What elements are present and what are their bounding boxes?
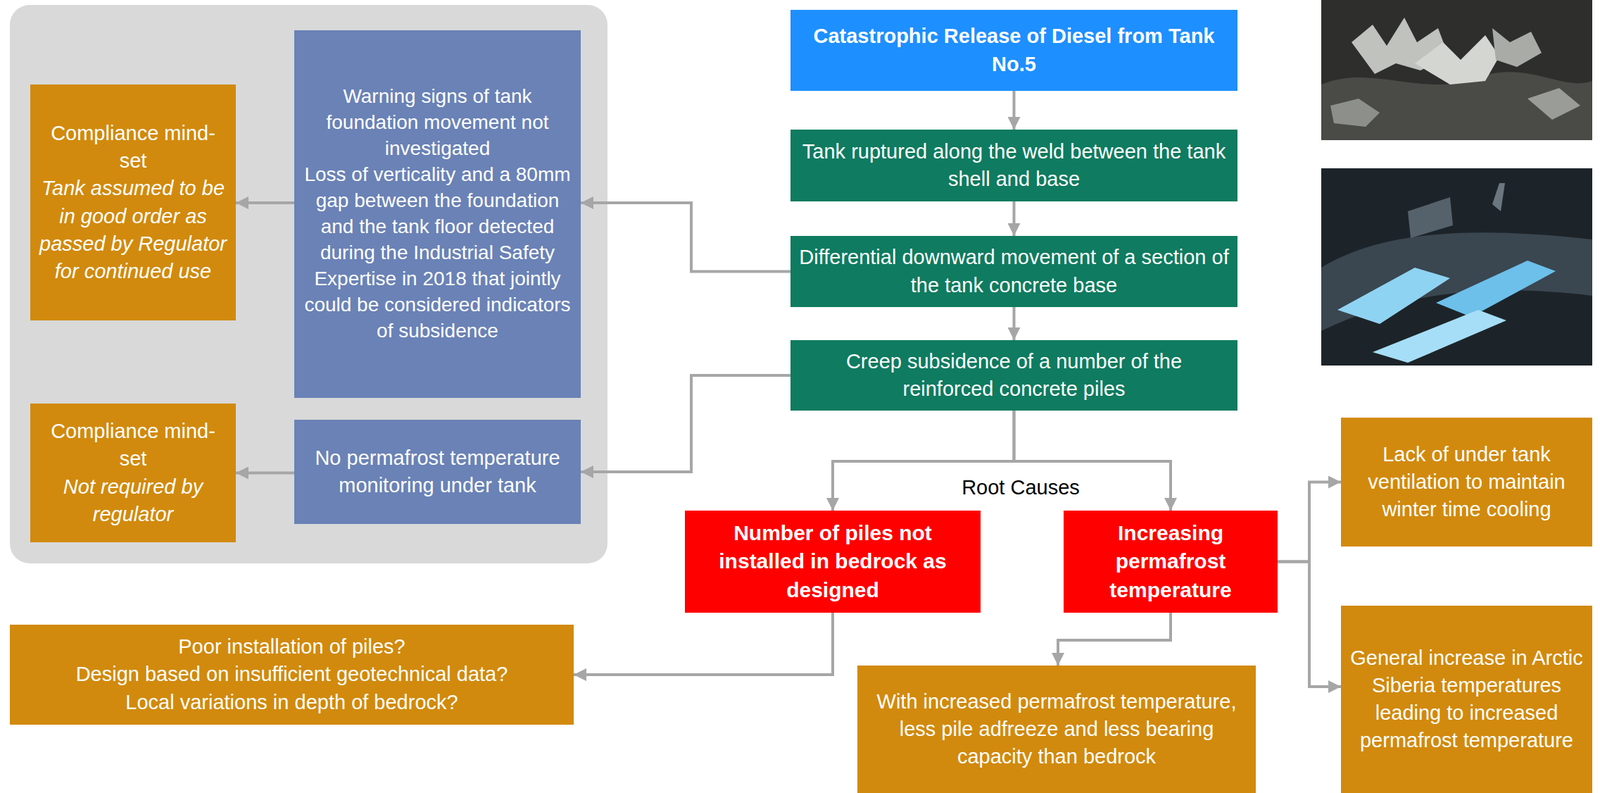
event-box: Catastrophic Release of Diesel from Tank… xyxy=(790,9,1238,91)
connector-arrow xyxy=(1012,90,1016,130)
box-text: Warning signs of tank foundation movemen… xyxy=(302,83,573,162)
box-text: Number of piles not installed in bedrock… xyxy=(693,518,973,605)
connector-arrow xyxy=(235,471,295,475)
box-text: Compliance mind-set xyxy=(38,119,228,175)
factor-box: Compliance mind-setTank assumed to be in… xyxy=(30,84,236,321)
connector-arrow xyxy=(573,612,833,675)
root-cause-box: Number of piles not installed in bedrock… xyxy=(684,510,981,613)
box-text: With increased permafrost temperature, l… xyxy=(865,687,1248,771)
box-text: Differential downward movement of a sect… xyxy=(798,243,1230,299)
connector-arrow xyxy=(1277,482,1341,562)
cause-box: Differential downward movement of a sect… xyxy=(790,235,1238,307)
finding-box: Warning signs of tank foundation movemen… xyxy=(294,30,581,398)
factor-box: General increase in Arctic Siberia tempe… xyxy=(1340,605,1593,793)
root-cause-box: Increasing permafrost temperature xyxy=(1063,510,1278,613)
photo-tank-interior xyxy=(1321,168,1593,366)
connector-arrow xyxy=(235,201,295,205)
box-text: Poor installation of piles? xyxy=(178,632,405,661)
box-detail-text: Design based on insufficient geotechnica… xyxy=(76,660,509,688)
cause-box: Tank ruptured along the weld between the… xyxy=(790,129,1238,202)
factor-box: With increased permafrost temperature, l… xyxy=(857,665,1256,793)
box-text: Lack of under tank ventilation to mainta… xyxy=(1349,440,1584,524)
connector-arrow xyxy=(580,202,791,272)
box-detail-text: Loss of verticality and a 80mm gap betwe… xyxy=(302,161,573,345)
box-text: Catastrophic Release of Diesel from Tank… xyxy=(798,22,1230,78)
box-detail-text: Tank assumed to be in good order as pass… xyxy=(38,174,228,286)
box-text: Creep subsidence of a number of the rein… xyxy=(798,347,1230,403)
connector-arrow xyxy=(580,375,791,472)
box-detail-text: Not required by regulator xyxy=(38,473,228,528)
box-detail-text: Local variations in depth of bedrock? xyxy=(125,688,458,716)
factor-box: Lack of under tank ventilation to mainta… xyxy=(1340,417,1593,547)
section-label: Root Causes xyxy=(958,475,1083,500)
box-text: No permafrost temperature monitoring und… xyxy=(302,444,573,500)
connector-arrow xyxy=(1012,201,1016,236)
box-text: General increase in Arctic Siberia tempe… xyxy=(1349,644,1584,755)
connector-arrow xyxy=(1012,306,1016,340)
photo-oil-spill xyxy=(1321,0,1593,141)
box-text: Compliance mind-set xyxy=(38,417,228,473)
connector-arrow xyxy=(1277,561,1341,688)
factor-box: Compliance mind-setNot required by regul… xyxy=(30,403,236,543)
box-text: Tank ruptured along the weld between the… xyxy=(798,137,1230,193)
factor-box: Poor installation of piles?Design based … xyxy=(9,624,574,725)
finding-box: No permafrost temperature monitoring und… xyxy=(294,419,581,524)
connector-arrow xyxy=(1057,612,1171,666)
cause-box: Creep subsidence of a number of the rein… xyxy=(790,339,1238,411)
box-text: Increasing permafrost temperature xyxy=(1072,518,1270,605)
